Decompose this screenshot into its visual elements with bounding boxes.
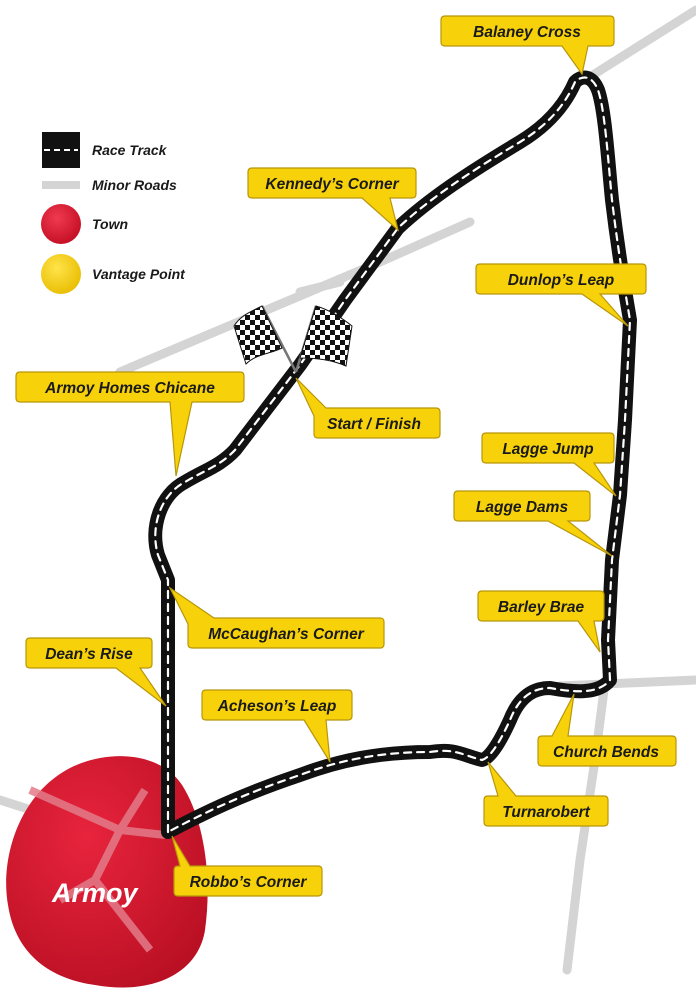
vp-start-finish[interactable]: Start / Finish (295, 377, 441, 439)
legend-minor-roads-label: Minor Roads (92, 177, 177, 193)
vp-balaney-cross-label: Balaney Cross (473, 24, 581, 41)
vantage-points: Balaney Cross Kennedy’s Corner Dunlop’s … (15, 15, 677, 897)
legend-town: Town (41, 204, 128, 244)
vp-kennedys-corner[interactable]: Kennedy’s Corner (247, 167, 417, 232)
vp-lagge-dams-label: Lagge Dams (476, 499, 569, 516)
vp-achesons-leap-label: Acheson’s Leap (217, 698, 337, 715)
minor-road-link (295, 277, 345, 297)
vp-church-bends[interactable]: Church Bends (537, 693, 677, 767)
vp-robbos-corner-label: Robbo’s Corner (190, 874, 308, 891)
legend-vantage-point: Vantage Point (41, 254, 186, 294)
legend-minor-roads: Minor Roads (42, 177, 177, 193)
legend-race-track-label: Race Track (92, 142, 168, 158)
town-label: Armoy (51, 878, 140, 908)
vp-barley-brae[interactable]: Barley Brae (477, 590, 605, 653)
town-area (6, 756, 208, 988)
vp-kennedys-corner-label: Kennedy’s Corner (265, 176, 399, 193)
legend-race-track: Race Track (42, 132, 168, 168)
vp-dunlops-leap-label: Dunlop’s Leap (508, 272, 615, 289)
minor-road-north (115, 217, 475, 377)
vantage-dot-icon (41, 254, 81, 294)
vp-start-finish-label: Start / Finish (327, 416, 421, 433)
minor-road-northeast (580, 5, 696, 85)
vp-lagge-jump[interactable]: Lagge Jump (481, 432, 617, 497)
vp-mccaughans-corner[interactable]: McCaughan’s Corner (168, 586, 385, 649)
vp-church-bends-label: Church Bends (553, 744, 659, 761)
vp-lagge-jump-label: Lagge Jump (502, 441, 593, 458)
vp-robbos-corner[interactable]: Robbo’s Corner (171, 835, 323, 897)
vp-dunlops-leap[interactable]: Dunlop’s Leap (475, 263, 647, 327)
vp-mccaughans-corner-label: McCaughan’s Corner (208, 626, 365, 643)
vp-armoy-homes-chicane-label: Armoy Homes Chicane (44, 380, 215, 397)
vp-deans-rise[interactable]: Dean’s Rise (25, 637, 167, 707)
vp-balaney-cross[interactable]: Balaney Cross (440, 15, 615, 76)
town-armoy: Armoy (6, 756, 208, 988)
vp-armoy-homes-chicane[interactable]: Armoy Homes Chicane (15, 371, 245, 477)
minor-road-south (562, 685, 609, 975)
vp-lagge-dams[interactable]: Lagge Dams (453, 490, 613, 557)
vp-turnarobert-label: Turnarobert (502, 804, 590, 821)
legend-vantage-point-label: Vantage Point (92, 266, 186, 282)
vp-deans-rise-label: Dean’s Rise (45, 646, 133, 663)
legend-town-label: Town (92, 216, 128, 232)
vp-turnarobert[interactable]: Turnarobert (483, 761, 609, 827)
legend: Race Track Minor Roads Town Vantage Poin… (41, 132, 186, 294)
vp-achesons-leap[interactable]: Acheson’s Leap (201, 689, 353, 763)
town-streets (28, 786, 166, 953)
vp-barley-brae-label: Barley Brae (498, 599, 585, 616)
town-dot-icon (41, 204, 81, 244)
checkered-flags-icon (233, 305, 353, 373)
